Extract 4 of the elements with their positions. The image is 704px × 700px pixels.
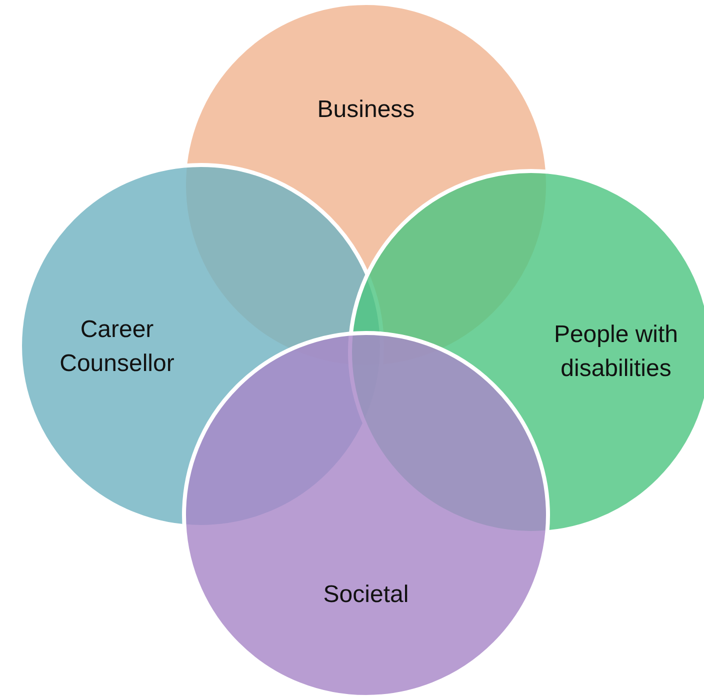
circle-label: Career Counsellor <box>58 315 176 379</box>
circle-label: Business <box>316 95 416 125</box>
circle-label: People with disabilities <box>552 320 680 384</box>
circle-label: Societal <box>322 580 410 610</box>
